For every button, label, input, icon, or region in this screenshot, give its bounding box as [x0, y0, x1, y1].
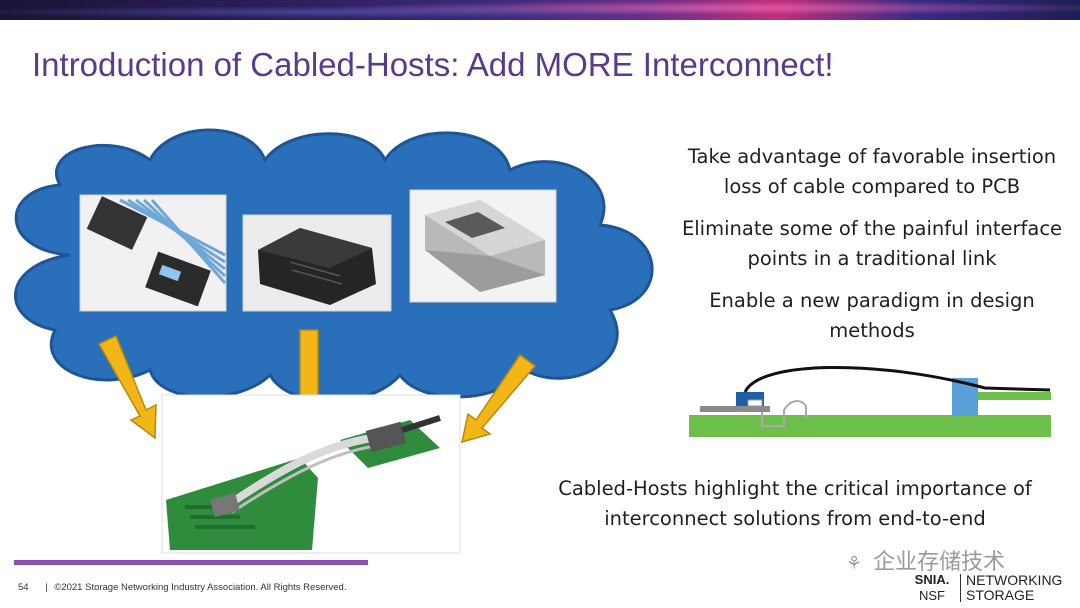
- logo-divider: [960, 574, 961, 602]
- connector-photo: [242, 214, 392, 312]
- bullet-item: Eliminate some of the painful interface …: [681, 217, 1063, 270]
- watermark-text: 企业存储技术: [873, 550, 1006, 575]
- footer-divider: [14, 560, 368, 565]
- footer: 54 | ©2021 Storage Networking Industry A…: [18, 582, 346, 593]
- logo-snia: SNIA.: [914, 572, 950, 587]
- slide-title: Introduction of Cabled-Hosts: Add MORE I…: [32, 46, 834, 83]
- wechat-icon: ⚘: [846, 553, 863, 574]
- logo-storage: STORAGE: [966, 587, 1035, 603]
- bullet-item: Take advantage of favorable insertion lo…: [687, 145, 1057, 198]
- bullet-list: Take advantage of favorable insertion lo…: [672, 142, 1072, 358]
- summary-text: Cabled-Hosts highlight the critical impo…: [558, 477, 1032, 530]
- arrow-right: [461, 353, 537, 444]
- copyright-text: ©2021 Storage Networking Industry Associ…: [54, 582, 347, 593]
- watermark: ⚘ 企业存储技术: [846, 544, 1005, 576]
- footer-separator: |: [45, 582, 48, 593]
- header-banner: [0, 0, 1080, 20]
- cage-photo: [409, 189, 557, 303]
- logo-networking: NETWORKING: [966, 572, 1063, 588]
- board-photo: [161, 394, 461, 554]
- cabled-host-cross-section: [689, 365, 1051, 437]
- cable-assembly-photo: [79, 194, 227, 312]
- page-number: 54: [18, 582, 29, 593]
- arrow-left: [97, 334, 157, 440]
- bullet-item: Enable a new paradigm in design methods: [709, 289, 1035, 342]
- logo-nsf: NSF: [919, 588, 945, 603]
